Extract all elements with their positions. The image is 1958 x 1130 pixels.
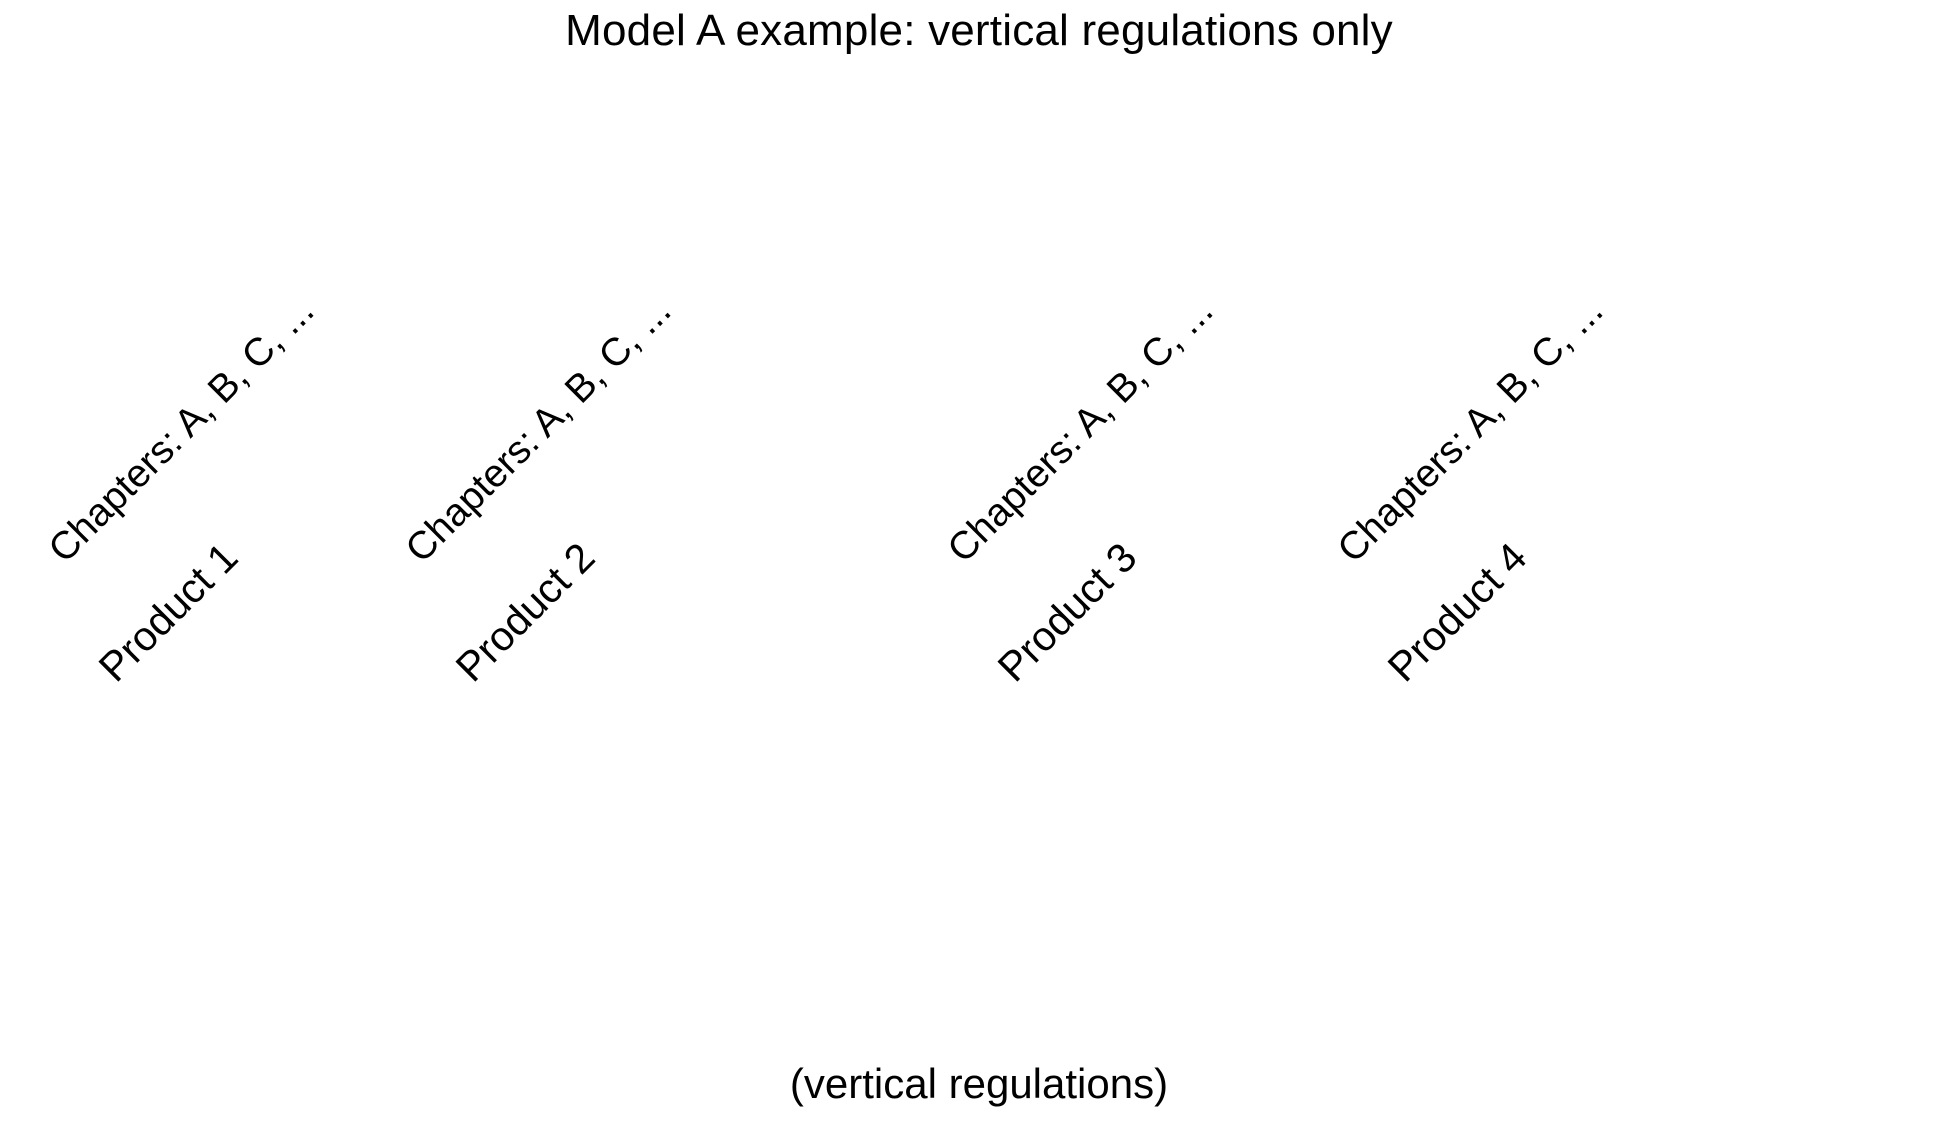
product-label-4: Product 4 (1378, 533, 1536, 691)
product-label-2: Product 2 (446, 533, 604, 691)
chapters-label-1: Chapters: A, B, C, ... (40, 289, 323, 571)
product-label-1: Product 1 (89, 533, 247, 691)
chapters-label-4: Chapters: A, B, C, ... (1329, 289, 1612, 571)
figure-caption: (vertical regulations) (789, 1060, 1169, 1107)
figure-title: Model A example: vertical regulations on… (565, 6, 1393, 55)
chapters-label-3: Chapters: A, B, C, ... (939, 289, 1222, 571)
chapters-label-2: Chapters: A, B, C, ... (397, 289, 680, 571)
product-label-3: Product 3 (988, 533, 1146, 691)
